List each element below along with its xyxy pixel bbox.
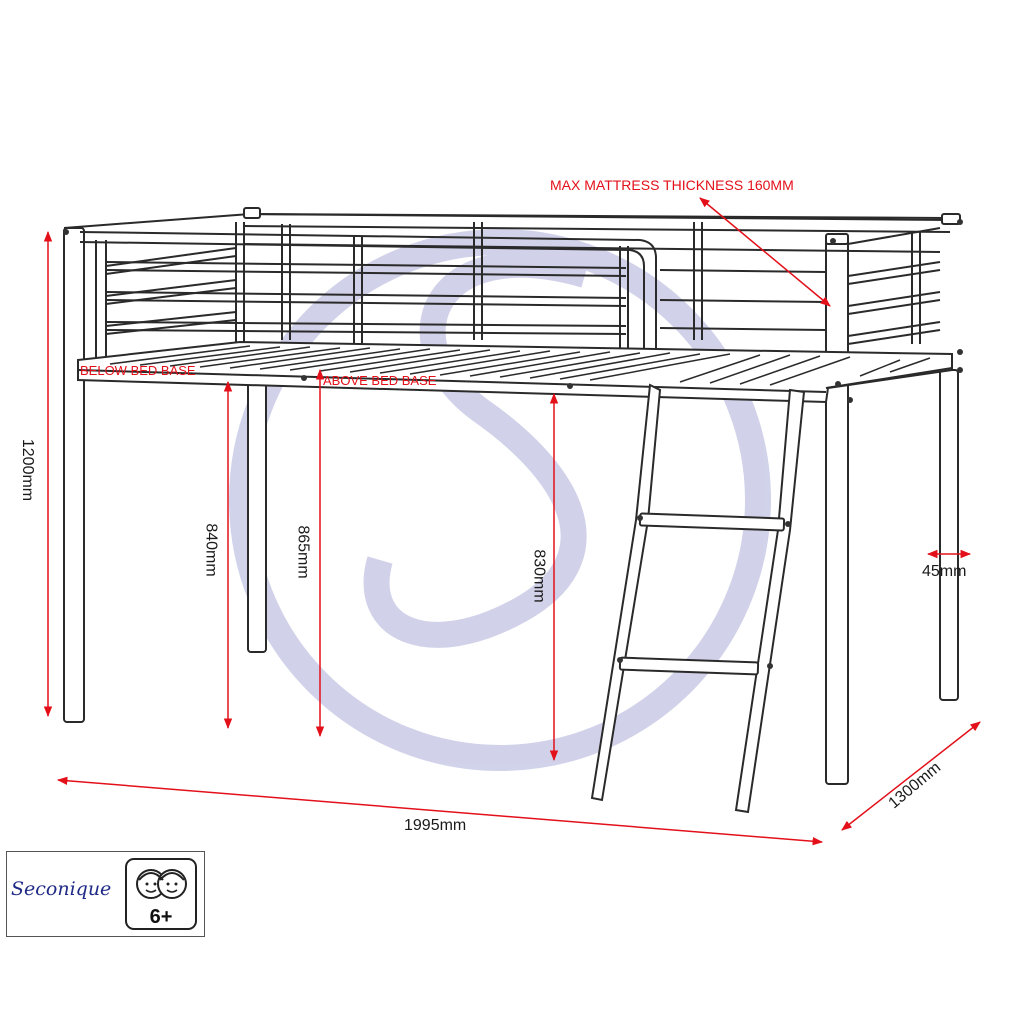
age-rating-text: 6+ bbox=[149, 906, 173, 928]
dimension-lines bbox=[43, 197, 981, 846]
rear-left-leg bbox=[247, 379, 267, 653]
label-height-total: 1200mm bbox=[19, 438, 37, 502]
brand-logo-box: Seconique 6+ bbox=[6, 851, 205, 937]
label-height-above: 865mm bbox=[294, 525, 312, 579]
label-height-below: 840mm bbox=[202, 523, 220, 577]
bolts bbox=[63, 219, 963, 669]
rear-right-leg bbox=[939, 369, 959, 701]
label-below-bed-base: BELOW BED BASE bbox=[80, 363, 196, 378]
bed-frame bbox=[63, 207, 961, 814]
front-left-leg bbox=[63, 227, 85, 723]
age-rating-badge: 6+ bbox=[125, 858, 197, 930]
dim-width bbox=[841, 721, 981, 831]
ladder bbox=[590, 383, 806, 814]
watermark-logo bbox=[229, 229, 771, 771]
label-height-ladder: 830mm bbox=[530, 549, 548, 603]
brand-logo-text: Seconique bbox=[11, 878, 112, 900]
label-max-mattress: MAX MATTRESS THICKNESS 160MM bbox=[550, 177, 794, 193]
label-post-width: 45mm bbox=[922, 563, 967, 580]
dim-mattress bbox=[699, 197, 831, 307]
dim-length bbox=[56, 776, 824, 846]
label-length: 1995mm bbox=[404, 817, 467, 834]
children-faces-icon bbox=[136, 869, 187, 899]
label-above-bed-base: ABOVE BED BASE bbox=[323, 373, 437, 388]
front-right-leg bbox=[825, 237, 849, 785]
